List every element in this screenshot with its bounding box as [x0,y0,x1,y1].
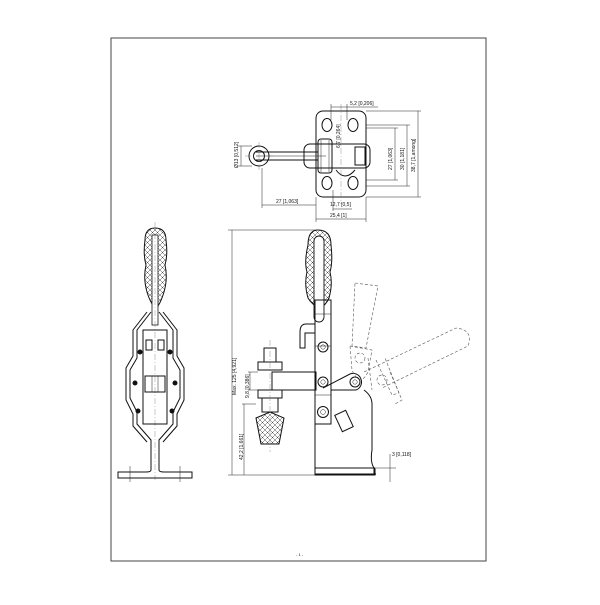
dim-overall-height: 38,7 [1,among] [411,138,417,172]
dim-hole-pitch: 12,7 [0,5] [330,202,351,208]
page-marker: - 1 - [296,552,304,557]
dim-spindle-offset: 9,8 [0,386] [245,374,251,398]
dim-inner-height: 27 [1,063] [388,147,394,170]
dim-slot-width: 6,7 [0,264] [336,124,342,148]
dim-base-thickness: 3 [0,118] [392,452,412,458]
dim-max-height: Max. 125 [4,921] [232,357,238,395]
front-view: Max. 125 [4,921] 9,8 [0,386] 42,2 [1,661… [228,229,470,482]
dim-eye-diameter: Ø13 [0,512] [234,141,240,168]
dim-spindle-height: 42,2 [1,661] [239,433,245,460]
drawing-frame [110,37,487,562]
dim-base-width: 25,4 [1] [330,213,347,219]
dim-hole-span: 30 [1,181] [400,147,406,170]
top-view: 5,2 [0,206] 6,7 [0,264] 27 [1,063] 30 [1… [234,101,421,222]
dim-arm-reach: 27 [1,063] [276,199,299,205]
end-view [117,222,193,482]
dim-hole-spacing-top: 5,2 [0,206] [350,101,374,107]
